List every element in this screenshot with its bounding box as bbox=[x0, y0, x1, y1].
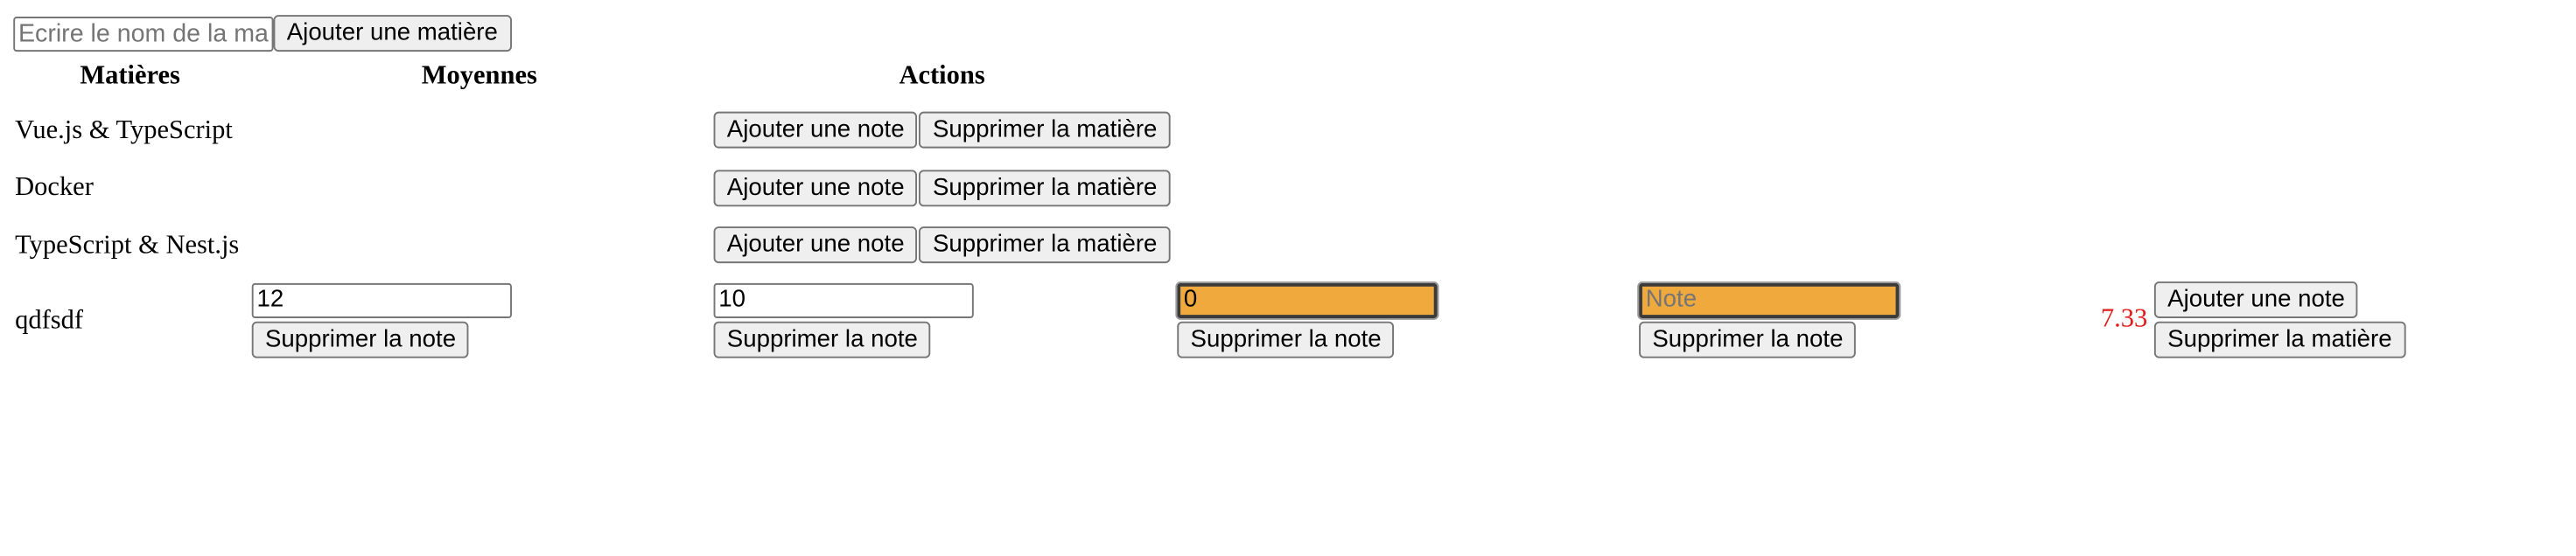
note-cell: Supprimer la note bbox=[251, 281, 707, 358]
add-note-button[interactable]: Ajouter une note bbox=[713, 226, 918, 264]
table-row: Docker Ajouter une note Supprimer la mat… bbox=[13, 165, 2453, 210]
add-subject-bar: Ajouter une matière bbox=[13, 13, 2576, 53]
add-subject-button[interactable]: Ajouter une matière bbox=[273, 15, 512, 52]
note-input[interactable] bbox=[251, 281, 512, 317]
subject-actions: Ajouter une note Supprimer la matière bbox=[713, 111, 1171, 149]
subject-name: qdfsdf bbox=[15, 305, 84, 335]
delete-note-button[interactable]: Supprimer la note bbox=[1639, 320, 1857, 358]
note-input[interactable] bbox=[713, 281, 974, 317]
note-cell: Supprimer la note bbox=[1637, 281, 2094, 358]
add-note-button[interactable]: Ajouter une note bbox=[713, 169, 918, 206]
header-subjects: Matières bbox=[80, 61, 180, 90]
delete-subject-button[interactable]: Supprimer la matière bbox=[919, 226, 1171, 264]
note-input-empty[interactable] bbox=[1637, 281, 1901, 319]
subject-name: Vue.js & TypeScript bbox=[15, 115, 233, 144]
header-actions: Actions bbox=[899, 61, 985, 90]
delete-note-button[interactable]: Supprimer la note bbox=[1177, 320, 1395, 358]
subject-actions: Ajouter une note Supprimer la matière bbox=[713, 169, 1171, 206]
header-averages: Moyennes bbox=[421, 61, 537, 90]
subject-name-input[interactable] bbox=[13, 16, 274, 52]
add-note-button[interactable]: Ajouter une note bbox=[713, 111, 918, 149]
delete-subject-button[interactable]: Supprimer la matière bbox=[2153, 321, 2405, 358]
subjects-table: Matières Moyennes Actions Vue.js & TypeS… bbox=[10, 55, 2455, 364]
table-row: TypeScript & Nest.js Ajouter une note Su… bbox=[13, 213, 2453, 276]
subject-actions: Ajouter une note Supprimer la matière bbox=[713, 226, 1171, 264]
subject-average: 7.33 bbox=[2100, 304, 2148, 334]
table-row: qdfsdf Supprimer la note Supprimer la no… bbox=[13, 280, 2453, 359]
subject-actions: Ajouter une note Supprimer la matière bbox=[2153, 281, 2451, 358]
note-input-invalid[interactable] bbox=[1175, 281, 1439, 319]
delete-subject-button[interactable]: Supprimer la matière bbox=[919, 111, 1171, 149]
delete-note-button[interactable]: Supprimer la note bbox=[713, 320, 932, 358]
subject-name: TypeScript & Nest.js bbox=[15, 230, 240, 260]
note-cell: Supprimer la note bbox=[1175, 281, 1632, 358]
delete-subject-button[interactable]: Supprimer la matière bbox=[919, 169, 1171, 206]
table-row: Vue.js & TypeScript Ajouter une note Sup… bbox=[13, 98, 2453, 161]
subject-name: Docker bbox=[15, 173, 94, 202]
delete-note-button[interactable]: Supprimer la note bbox=[251, 320, 470, 358]
add-note-button[interactable]: Ajouter une note bbox=[2153, 281, 2359, 318]
table-header-row: Matières Moyennes Actions bbox=[13, 59, 2453, 95]
note-cell: Supprimer la note bbox=[713, 281, 1171, 358]
